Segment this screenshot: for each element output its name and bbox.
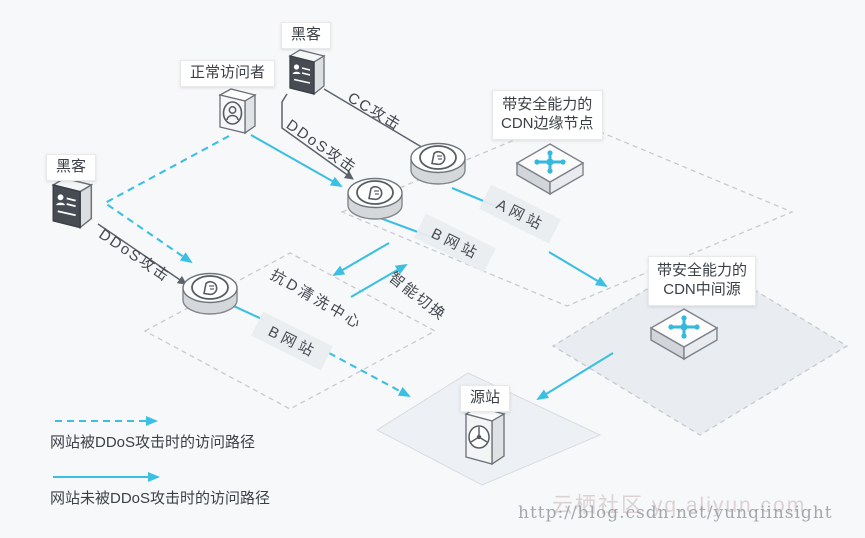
edge-node-a-icon <box>410 142 466 185</box>
cdn-mid-label-line1: 带安全能力的 <box>657 262 748 279</box>
watermark-url: http://blog.csdn.net/yunqiinsight <box>518 503 833 523</box>
legend-attacked-label: 网站被DDoS攻击时的访问路径 <box>50 434 256 451</box>
smart-switch-arrow-down <box>332 242 390 277</box>
cdn-mid-label: 带安全能力的 CDN中间源 <box>648 256 757 306</box>
scrub-center-region <box>143 252 437 410</box>
cdn-edge-label: 带安全能力的 CDN边缘节点 <box>492 90 603 140</box>
cdn-edge-cube-icon <box>515 143 585 196</box>
cdn-mid-label-line2: CDN中间源 <box>663 280 741 298</box>
smart-switch-arrow-up <box>350 263 408 298</box>
origin-label: 源站 <box>460 385 511 412</box>
cdn-edge-label-line2: CDN边缘节点 <box>501 114 594 132</box>
hacker-top-icon <box>288 49 326 96</box>
hacker-left-label: 黑客 <box>46 154 97 181</box>
ddos-attack-arrow-lower <box>97 223 187 285</box>
cdn-mid-cube-icon <box>649 308 719 361</box>
cc-attack-arrow <box>323 88 431 153</box>
legend-normal-label: 网站未被DDoS攻击时的访问路径 <box>50 490 271 507</box>
normal-path-visitor-to-edge <box>250 134 343 187</box>
edge-node-b-icon <box>347 177 403 220</box>
origin-server-icon <box>464 406 506 466</box>
hacker-left-icon <box>51 177 94 230</box>
attacked-path-scrub-to-origin <box>328 352 411 397</box>
normal-path-edge-to-mid <box>548 251 608 288</box>
attacked-path-visitor-to-scrub <box>102 135 230 264</box>
scrub-node-icon <box>182 272 238 315</box>
normal-path-mid-to-origin <box>536 352 614 401</box>
visitor-label: 正常访问者 <box>180 60 276 87</box>
ddos-attack-arrow-upper <box>281 93 354 180</box>
cdn-edge-label-line1: 带安全能力的 <box>502 96 593 113</box>
visitor-icon <box>218 88 257 135</box>
edge-nodes-region <box>340 117 794 307</box>
hacker-top-label: 黑客 <box>281 22 332 49</box>
watermark-community: 云栖社区 yq.aliyun.com <box>552 494 807 517</box>
